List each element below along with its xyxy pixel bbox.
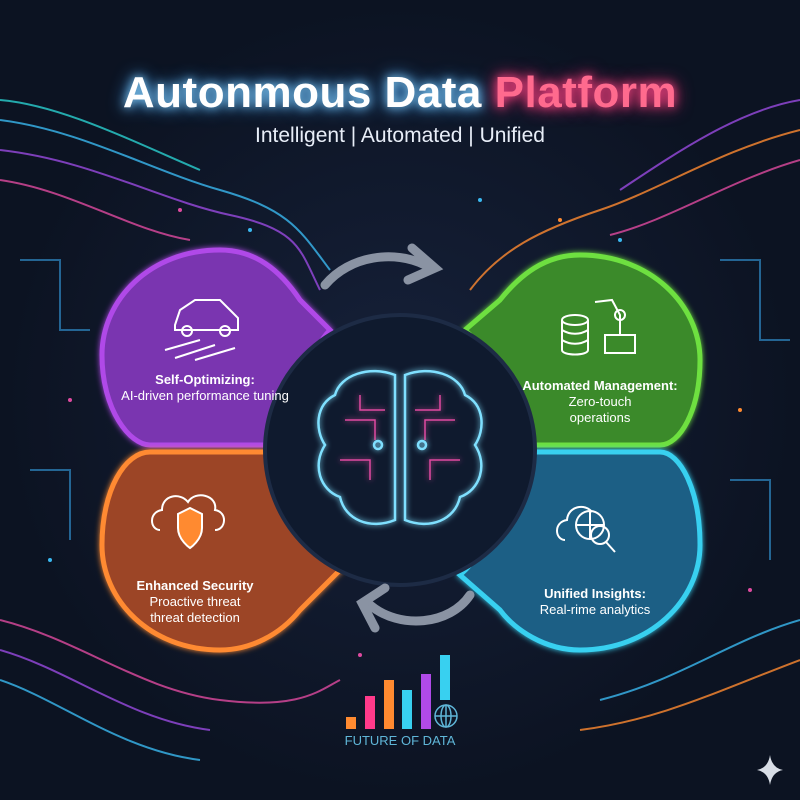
bar: [365, 696, 375, 729]
bar: [346, 717, 356, 729]
page-title: Autonmous Data Platform: [122, 68, 678, 117]
bar: [402, 690, 412, 729]
title-accent: Platform: [494, 68, 678, 117]
shield-cloud-icon: [151, 494, 225, 550]
car-icon: [164, 299, 239, 361]
bar: [384, 680, 394, 729]
label-self-optimizing: Self-Optimizing:AI-driven performance tu…: [121, 372, 289, 403]
footer-label: FUTURE OF DATA: [344, 733, 456, 748]
bar-chart-globe-icon: [346, 655, 458, 729]
bar: [421, 674, 431, 729]
label-unified-insights: Unified Insights:Real-rime analytics: [539, 586, 651, 617]
circuit-dots: [48, 198, 752, 657]
center-hub: [263, 313, 537, 587]
bar: [440, 655, 450, 700]
subtitle: Intelligent | Automated | Unified: [255, 124, 545, 147]
circuit-lines: [0, 99, 800, 761]
globe-search-icon: [556, 505, 616, 553]
sparkle-icon: [757, 755, 783, 785]
label-automated-management: Automated Management:Zero-touch operatio…: [522, 378, 678, 425]
brain-circuit-icon: [317, 369, 483, 526]
robot-arm-database-icon: [561, 298, 636, 356]
segment-self-optimizing[interactable]: [99, 247, 334, 448]
cycle-arrow-top: [320, 243, 444, 290]
cycle-arrow-bottom: [356, 583, 475, 633]
